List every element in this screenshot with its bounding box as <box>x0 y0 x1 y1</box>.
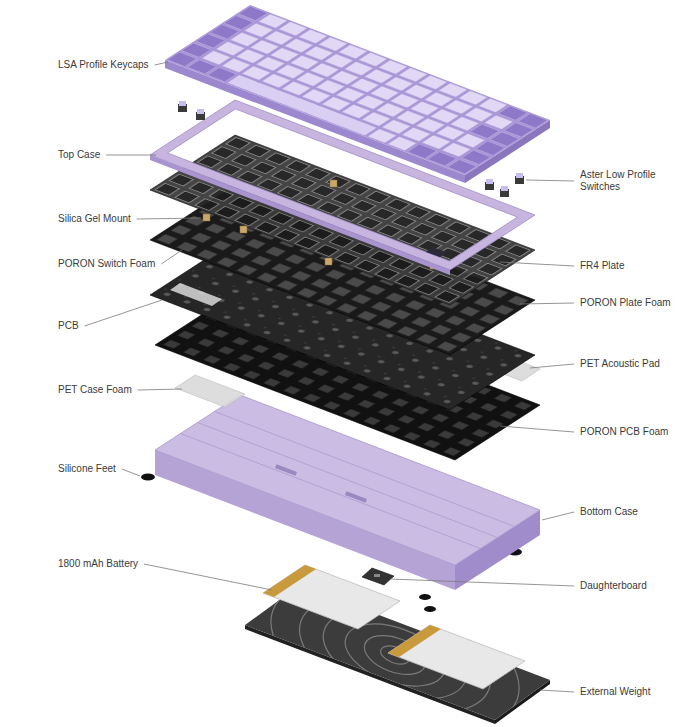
part-label: Silica Gel Mount <box>58 213 131 225</box>
keycaps <box>165 5 550 175</box>
battery <box>388 625 525 689</box>
case-slot <box>275 464 297 476</box>
leader-line <box>390 579 574 586</box>
part-label: PORON Plate Foam <box>580 297 671 309</box>
case-slot <box>345 491 367 503</box>
connector <box>374 574 380 577</box>
leader-line <box>500 262 574 266</box>
leader-line <box>155 62 168 65</box>
part-label: PORON PCB Foam <box>580 426 668 438</box>
part-label: Aster Low Profile Switches <box>580 169 672 193</box>
leader-line <box>144 564 272 590</box>
top-case-edge <box>150 155 450 275</box>
part-label: PET Case Foam <box>58 384 132 396</box>
silicone-foot <box>424 606 436 612</box>
part-label: 1800 mAh Battery <box>58 558 138 570</box>
battery-terminal <box>388 625 441 657</box>
pet-case-foam <box>175 375 245 407</box>
leader-line <box>526 180 574 181</box>
part-label: Silicone Feet <box>58 463 116 475</box>
daughterboard <box>362 568 394 585</box>
leader-line <box>138 389 182 390</box>
screen <box>426 247 446 257</box>
leader-line <box>161 250 182 264</box>
leader-line <box>542 512 574 520</box>
part-label: LSA Profile Keycaps <box>58 59 149 71</box>
leader-line <box>540 690 574 692</box>
part-label: FR4 Plate <box>580 260 624 272</box>
leader-line <box>500 426 574 432</box>
leader-line <box>122 469 140 476</box>
external-weight <box>245 585 550 720</box>
part-label: PCB <box>58 320 79 332</box>
part-label: External Weight <box>580 686 650 698</box>
keycap-accent <box>168 7 547 174</box>
part-label: Bottom Case <box>580 506 638 518</box>
pet-sheet <box>170 283 222 306</box>
leader-line <box>520 303 574 304</box>
leader-line <box>106 155 156 156</box>
silicone-foot <box>141 474 155 481</box>
leader-line <box>137 218 201 219</box>
leader-line <box>85 300 162 326</box>
battery <box>263 565 400 629</box>
battery-terminal <box>263 565 316 597</box>
part-label: PORON Switch Foam <box>58 258 155 270</box>
part-label: Daughterboard <box>580 580 647 592</box>
part-label: Top Case <box>58 149 100 161</box>
leader-line <box>530 364 574 368</box>
silicone-foot <box>419 594 431 600</box>
part-label: PET Acoustic Pad <box>580 358 660 370</box>
